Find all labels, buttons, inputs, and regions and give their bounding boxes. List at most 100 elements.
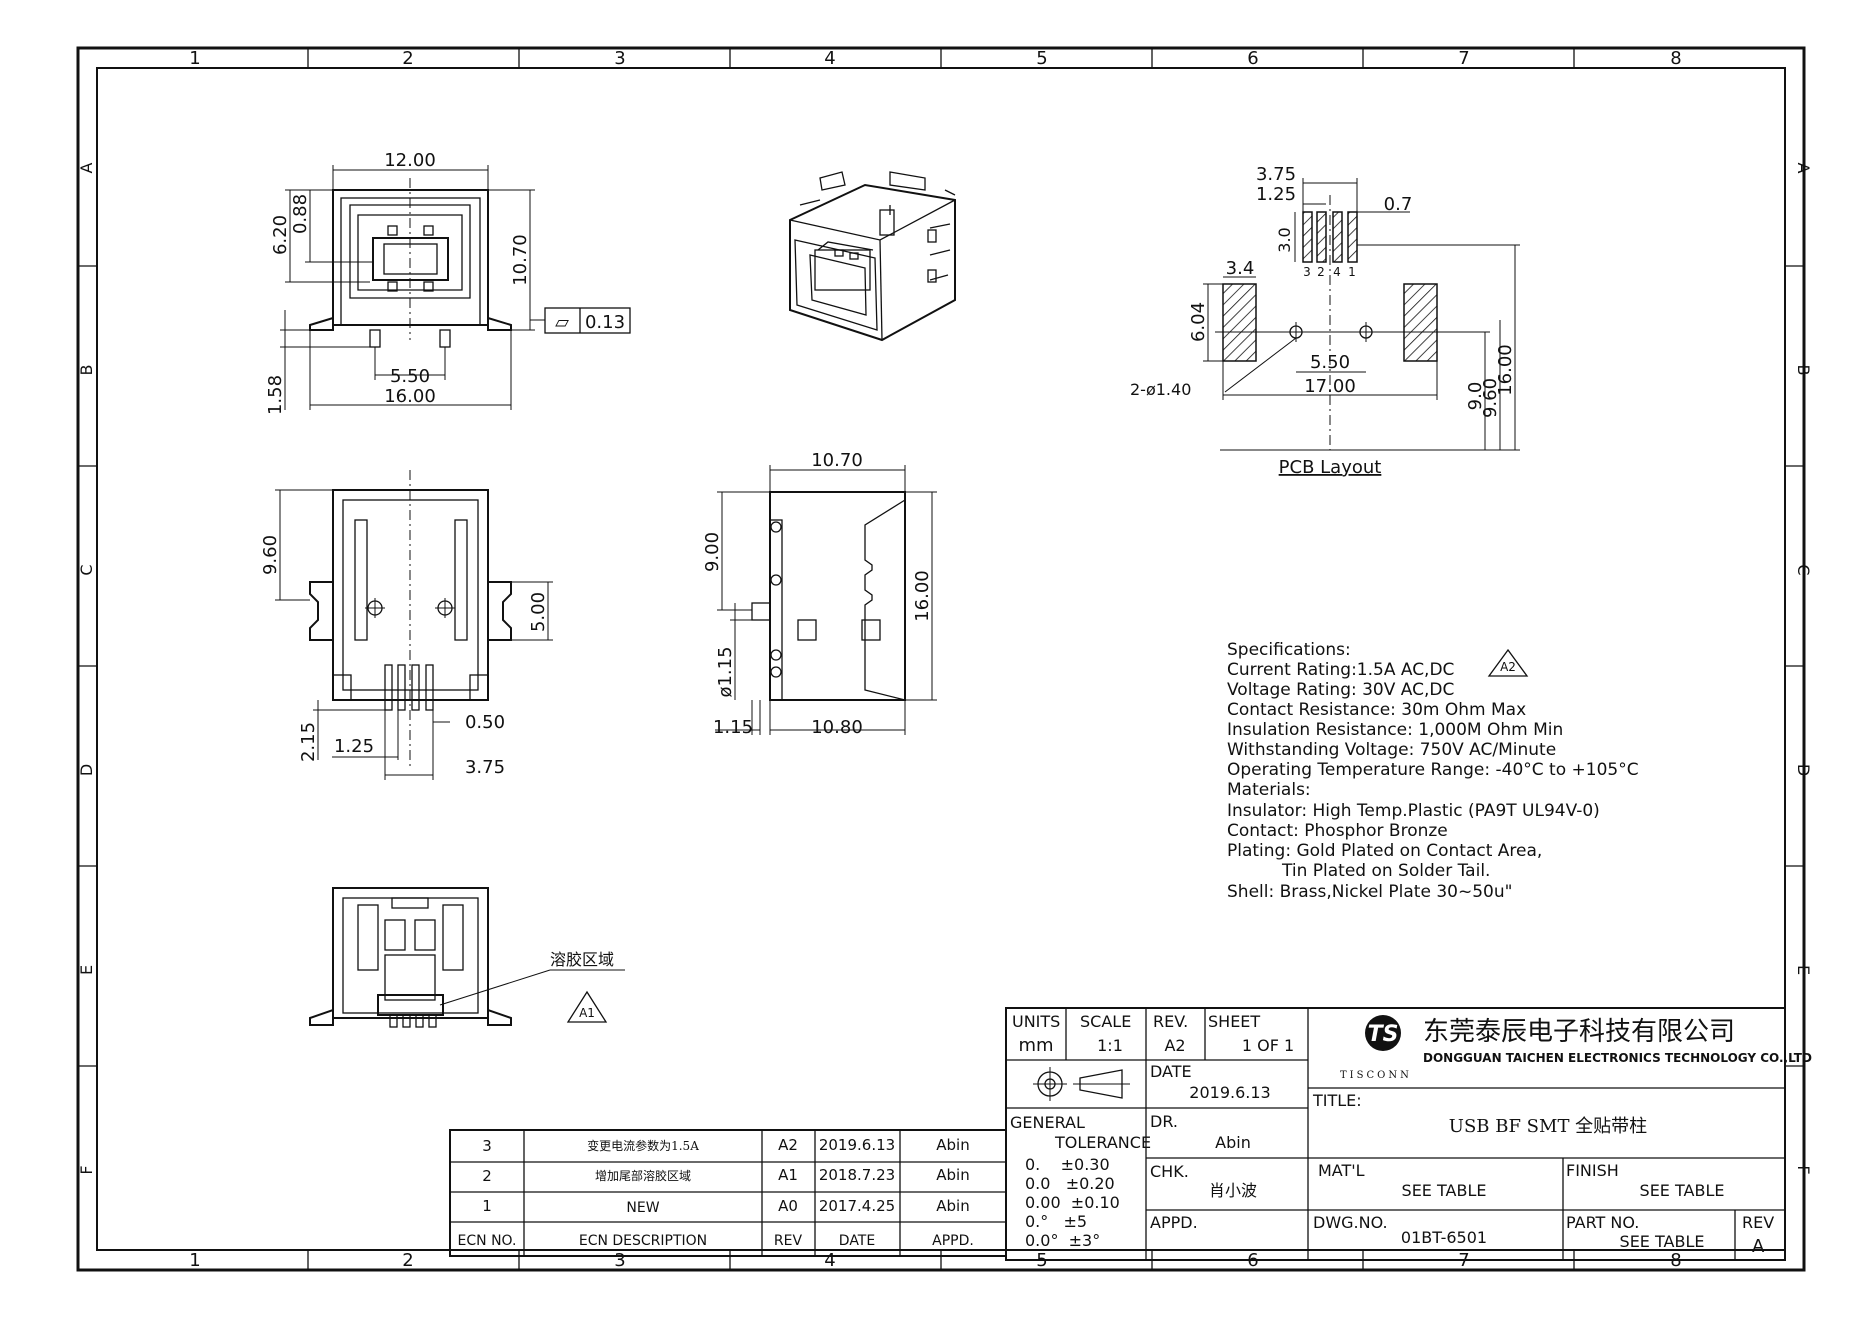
col-label: 4 bbox=[824, 48, 835, 69]
pcb-pin-label: 2 bbox=[1317, 265, 1325, 279]
rev-row-ecn: 2 bbox=[482, 1167, 492, 1185]
glue-area-label: 溶胶区域 bbox=[550, 950, 614, 969]
dim-pcb-90: 9.0 bbox=[1465, 382, 1486, 411]
dim-pcb-960: 9.60 bbox=[1480, 378, 1501, 418]
dim-top-pitch1: 1.25 bbox=[334, 736, 374, 757]
dwg-label: DWG.NO. bbox=[1313, 1213, 1388, 1232]
tolerance-label: TOLERANCE bbox=[1054, 1133, 1151, 1152]
col-label: 3 bbox=[614, 1250, 625, 1271]
dim-front-total: 16.00 bbox=[384, 386, 436, 407]
col-label: 4 bbox=[824, 1250, 835, 1271]
date-label: DATE bbox=[1150, 1062, 1192, 1081]
rev-row-ecn: 3 bbox=[482, 1137, 492, 1155]
dim-front-h1: 6.20 bbox=[270, 215, 291, 255]
rev2-label: REV bbox=[1742, 1213, 1774, 1232]
dim-top-tab: 5.00 bbox=[528, 592, 549, 632]
appd-label: APPD. bbox=[1150, 1213, 1198, 1232]
spec-line: Shell: Brass,Nickel Plate 30~50u" bbox=[1227, 882, 1512, 902]
drawing-frame: 1 2 3 4 5 6 7 8 1 2 3 4 5 6 7 8 A B C D … bbox=[76, 46, 1813, 1272]
row-label: A bbox=[77, 162, 96, 173]
dim-front-h2: 0.88 bbox=[290, 194, 311, 234]
rev-row-desc: 增加尾部溶胶区域 bbox=[595, 1168, 691, 1183]
dim-front-standoff: 1.58 bbox=[265, 375, 286, 415]
row-label: D bbox=[77, 764, 96, 776]
dim-side-post: ø1.15 bbox=[715, 646, 736, 697]
flatness-value: 0.13 bbox=[585, 312, 625, 333]
dim-side-top: 10.70 bbox=[811, 450, 863, 471]
col-label: 7 bbox=[1458, 48, 1469, 69]
dim-pcb-375: 3.75 bbox=[1256, 164, 1296, 185]
scale-label: SCALE bbox=[1080, 1012, 1131, 1031]
rev-row-appd: Abin bbox=[936, 1136, 969, 1154]
sheet-label: SHEET bbox=[1208, 1012, 1260, 1031]
rev-value: A2 bbox=[1164, 1036, 1185, 1055]
dim-top-pitch2: 3.75 bbox=[465, 757, 505, 778]
row-label: F bbox=[77, 1165, 96, 1174]
dwg-value: 01BT-6501 bbox=[1401, 1228, 1487, 1247]
pcb-layout-title: PCB Layout bbox=[1279, 457, 1382, 478]
tolerance-line: 0.° ±5 bbox=[1025, 1212, 1087, 1231]
rev-row-rev: A2 bbox=[778, 1136, 798, 1154]
row-label: E bbox=[77, 965, 96, 975]
revision-marker-a1: A1 bbox=[579, 1006, 595, 1020]
revision-table: 3 变更电流参数为1.5A A2 2019.6.13 Abin 2 增加尾部溶胶… bbox=[449, 1129, 1007, 1257]
dim-side-h1: 9.00 bbox=[702, 532, 723, 572]
tolerance-line: 0.0° ±3° bbox=[1025, 1231, 1100, 1250]
pcb-pin-label: 3 bbox=[1303, 265, 1311, 279]
dim-side-height: 16.00 bbox=[912, 570, 933, 622]
spec-line: Tin Plated on Solder Tail. bbox=[1281, 861, 1490, 881]
rev-row-date: 2017.4.25 bbox=[819, 1197, 895, 1215]
col-label: 5 bbox=[1036, 48, 1047, 69]
dim-top-pin-w: 0.50 bbox=[465, 712, 505, 733]
company-name-cn: 东莞泰辰电子科技有限公司 bbox=[1423, 1017, 1735, 1047]
spec-line: Operating Temperature Range: -40°C to +1… bbox=[1227, 760, 1639, 780]
rev-header: ECN DESCRIPTION bbox=[579, 1233, 707, 1249]
dim-pcb-125: 1.25 bbox=[1256, 184, 1296, 205]
col-label: 1 bbox=[189, 48, 200, 69]
rear-view: 溶胶区域 A1 bbox=[309, 887, 625, 1028]
tolerance-line: 0.0 ±0.20 bbox=[1025, 1174, 1115, 1193]
front-view: 12.00 6.20 0.88 10.70 ▱ 0.13 5.50 16.00 … bbox=[265, 150, 631, 415]
row-label: C bbox=[77, 564, 96, 575]
third-angle-projection-icon bbox=[1033, 1067, 1130, 1101]
dim-pcb-1700: 17.00 bbox=[1304, 376, 1356, 397]
title-label: TITLE: bbox=[1312, 1091, 1362, 1110]
scale-value: 1:1 bbox=[1097, 1036, 1123, 1055]
spec-line: Insulator: High Temp.Plastic (PA9T UL94V… bbox=[1227, 801, 1600, 821]
dim-pcb-34: 3.4 bbox=[1226, 258, 1255, 279]
dim-pcb-1600: 16.00 bbox=[1495, 344, 1516, 396]
dim-side-offset: 1.15 bbox=[713, 717, 753, 738]
spec-line: Plating: Gold Plated on Contact Area, bbox=[1227, 841, 1542, 861]
title-value: USB BF SMT 全贴带柱 bbox=[1449, 1116, 1647, 1137]
rev-row-ecn: 1 bbox=[482, 1197, 492, 1215]
rev-row-appd: Abin bbox=[936, 1197, 969, 1215]
spec-line: Contact: Phosphor Bronze bbox=[1227, 821, 1448, 841]
finish-label: FINISH bbox=[1566, 1161, 1619, 1180]
sheet-value: 1 OF 1 bbox=[1242, 1036, 1294, 1055]
spec-line: Materials: bbox=[1227, 780, 1311, 800]
title-block: UNITS mm SCALE 1:1 REV. A2 SHEET 1 OF 1 … bbox=[1005, 1007, 1812, 1261]
units-label: UNITS bbox=[1012, 1012, 1060, 1031]
row-label: D bbox=[1794, 764, 1813, 776]
dim-pcb-604: 6.04 bbox=[1188, 302, 1209, 342]
logo-letters: TS bbox=[1368, 1022, 1399, 1047]
dr-label: DR. bbox=[1150, 1112, 1178, 1131]
rev-header: REV bbox=[774, 1233, 803, 1249]
row-label: F bbox=[1794, 1165, 1813, 1174]
dim-top-h: 9.60 bbox=[260, 535, 281, 575]
col-label: 2 bbox=[402, 48, 413, 69]
tolerance-line: 0. ±0.30 bbox=[1025, 1155, 1110, 1174]
spec-line: Contact Resistance: 30m Ohm Max bbox=[1227, 700, 1526, 720]
revision-marker-a2: A2 bbox=[1500, 660, 1516, 674]
row-label: B bbox=[77, 365, 96, 376]
rev-row-rev: A1 bbox=[778, 1166, 798, 1184]
col-label: 6 bbox=[1247, 48, 1258, 69]
rev2-value: A bbox=[1752, 1236, 1765, 1257]
dim-front-height: 10.70 bbox=[510, 234, 531, 286]
dim-front-width: 12.00 bbox=[384, 150, 436, 171]
col-label: 1 bbox=[189, 1250, 200, 1271]
dim-side-bottom: 10.80 bbox=[811, 717, 863, 738]
top-view: 9.60 5.00 2.15 0.50 1.25 3.75 bbox=[260, 470, 553, 780]
row-label: C bbox=[1794, 564, 1813, 575]
rev-row-rev: A0 bbox=[778, 1197, 798, 1215]
